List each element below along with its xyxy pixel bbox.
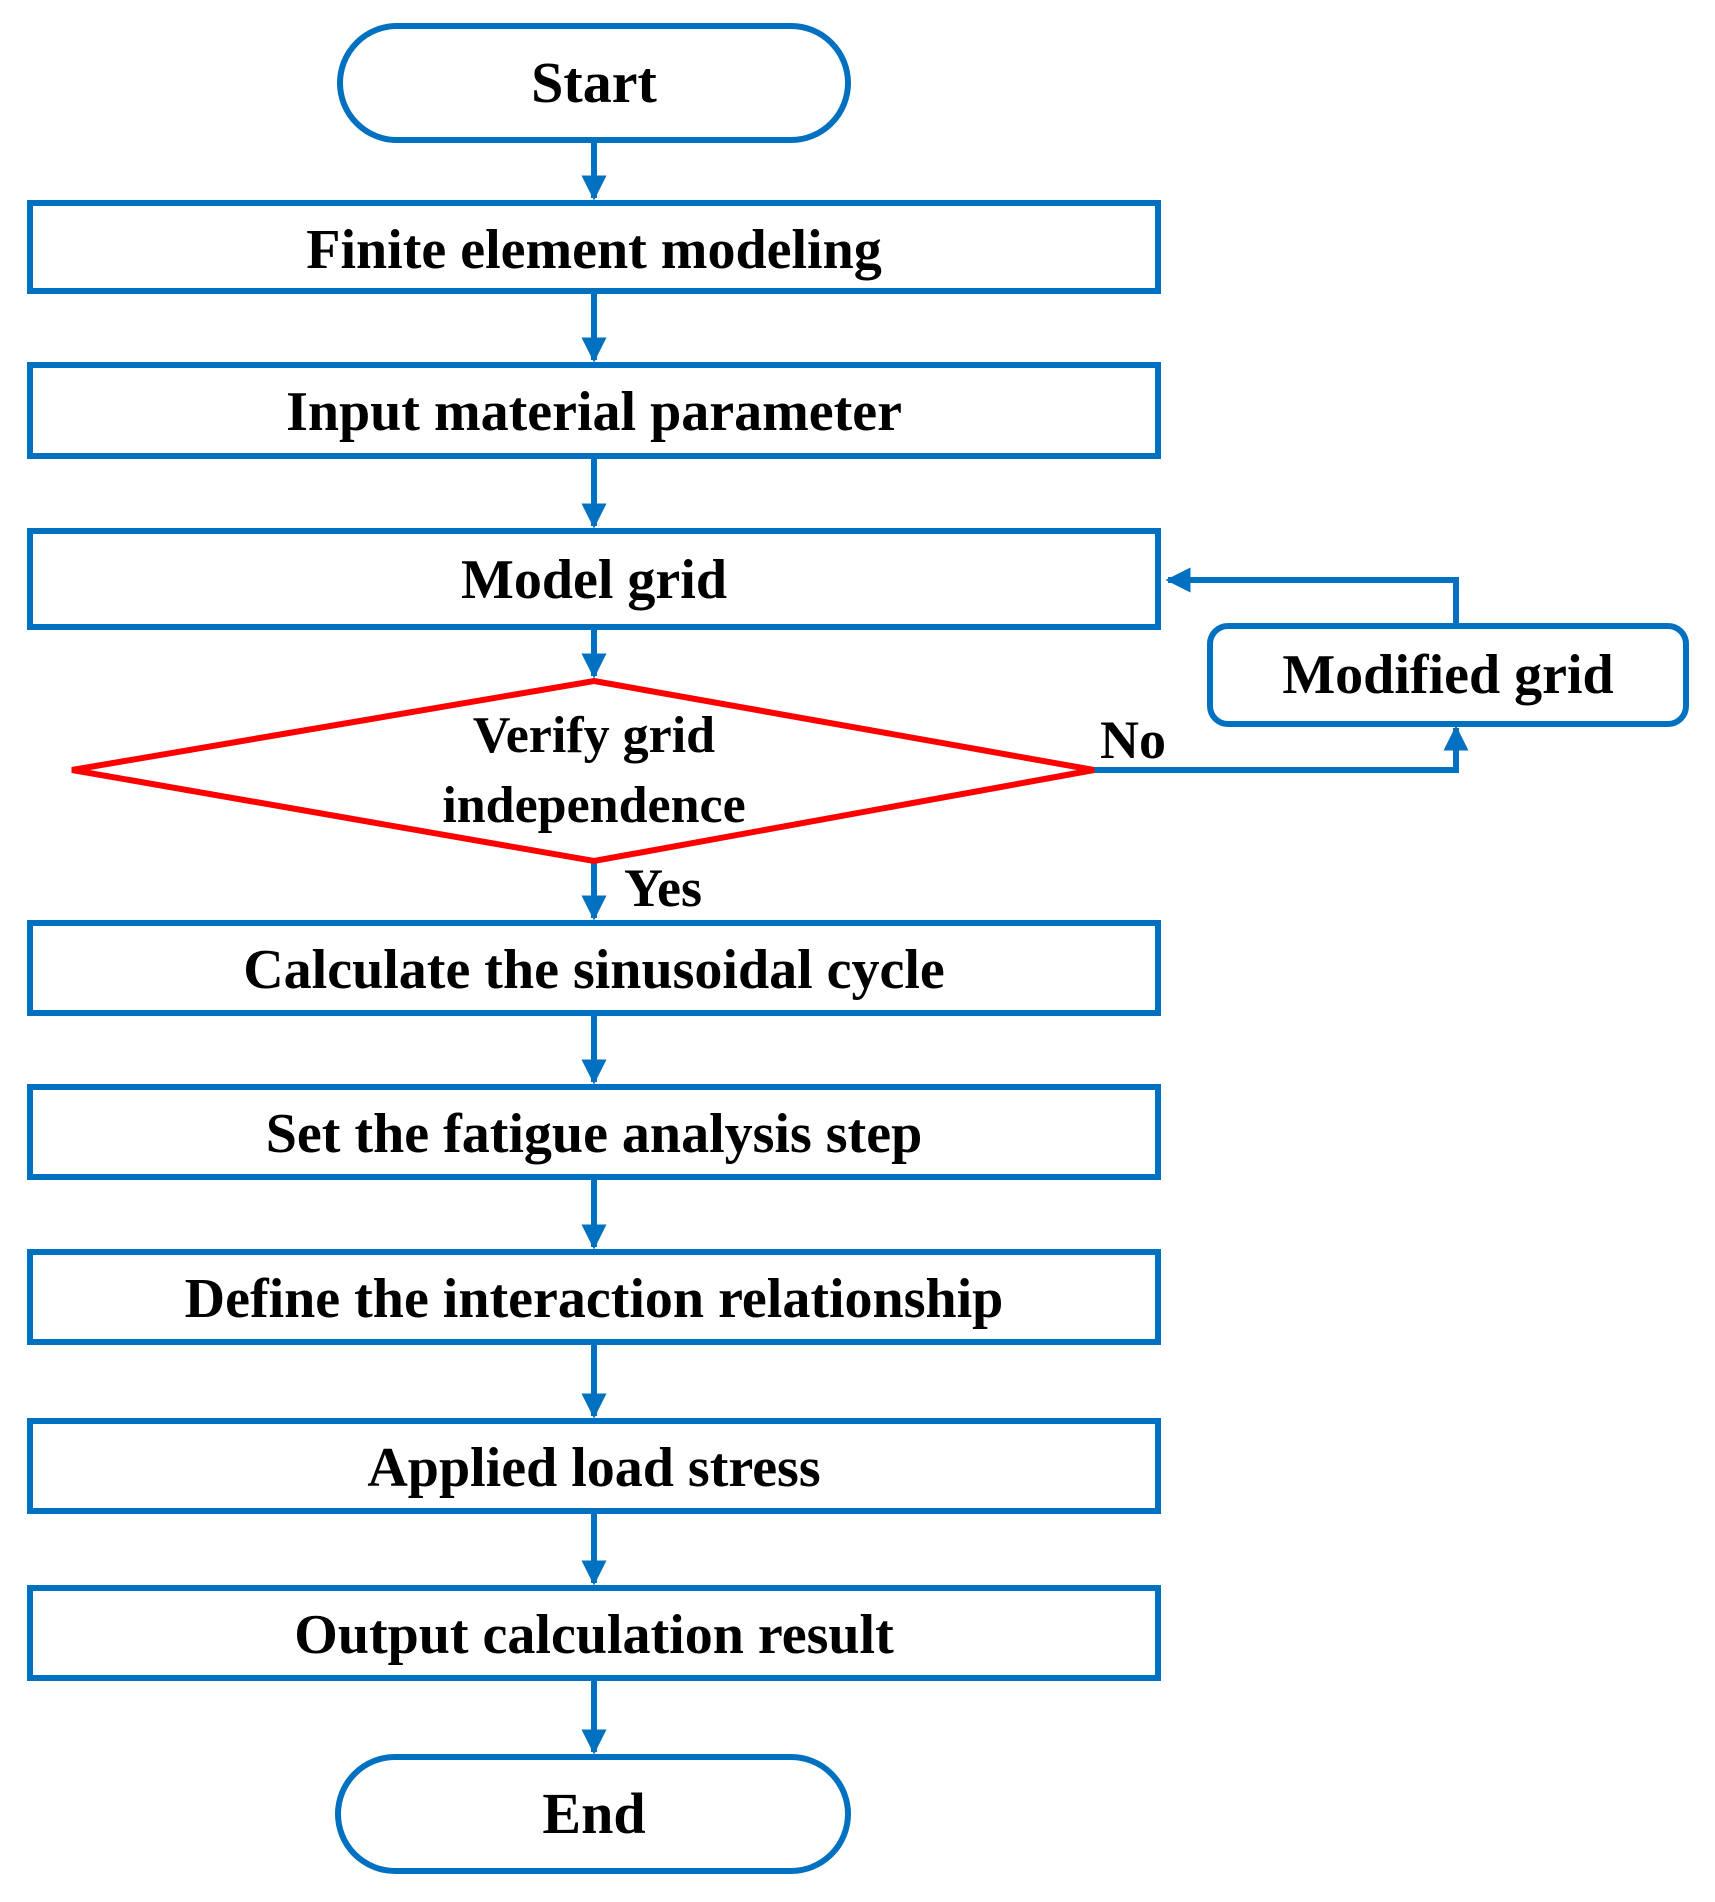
process-applied-load-stress: Applied load stress [27,1418,1161,1514]
process-box [27,200,1161,294]
process-label: Set the fatigue analysis step [266,1103,922,1165]
process-box [27,1084,1161,1180]
process-box [27,1418,1161,1514]
process-box [27,920,1161,1016]
process-set-fatigue-analysis-step: Set the fatigue analysis step [27,1084,1161,1180]
arrow-modified-to-grid [1165,567,1459,624]
decision-label-line2: independence [442,777,745,834]
process-label: Model grid [461,549,727,611]
process-label: Input material parameter [286,381,902,443]
process-modified-grid: Modified grid [1207,623,1689,727]
process-define-interaction-relationship: Define the interaction relationship [27,1249,1161,1345]
process-label: Define the interaction relationship [185,1268,1004,1330]
process-label: Calculate the sinusoidal cycle [243,939,945,1001]
end-node: End [335,1754,851,1874]
process-box [27,528,1161,630]
start-label: Start [531,50,657,115]
end-terminator [335,1754,851,1874]
end-label: End [542,1781,645,1846]
process-box-rounded [1207,623,1689,727]
process-label: Applied load stress [367,1437,820,1499]
decision-verify-grid-independence: Verify grid independence [71,677,1095,865]
process-finite-element-modeling: Finite element modeling [27,200,1161,294]
decision-diamond [71,677,1095,865]
process-box [27,1249,1161,1345]
process-label: Finite element modeling [306,219,881,281]
process-label: Modified grid [1282,644,1613,706]
process-calculate-sinusoidal-cycle: Calculate the sinusoidal cycle [27,920,1161,1016]
start-terminator [337,23,851,143]
process-box [27,362,1161,459]
connectors [581,142,1469,1755]
process-box [27,1585,1161,1681]
process-label: Output calculation result [294,1604,894,1666]
edge-label-yes: Yes [624,858,702,918]
process-output-calculation-result: Output calculation result [27,1585,1161,1681]
process-model-grid: Model grid [27,528,1161,630]
edge-label-no: No [1100,710,1166,770]
arrow-verify-no-to-modified [1094,725,1469,773]
start-node: Start [337,23,851,143]
decision-label-line1: Verify grid [473,707,715,764]
process-input-material-parameter: Input material parameter [27,362,1161,459]
